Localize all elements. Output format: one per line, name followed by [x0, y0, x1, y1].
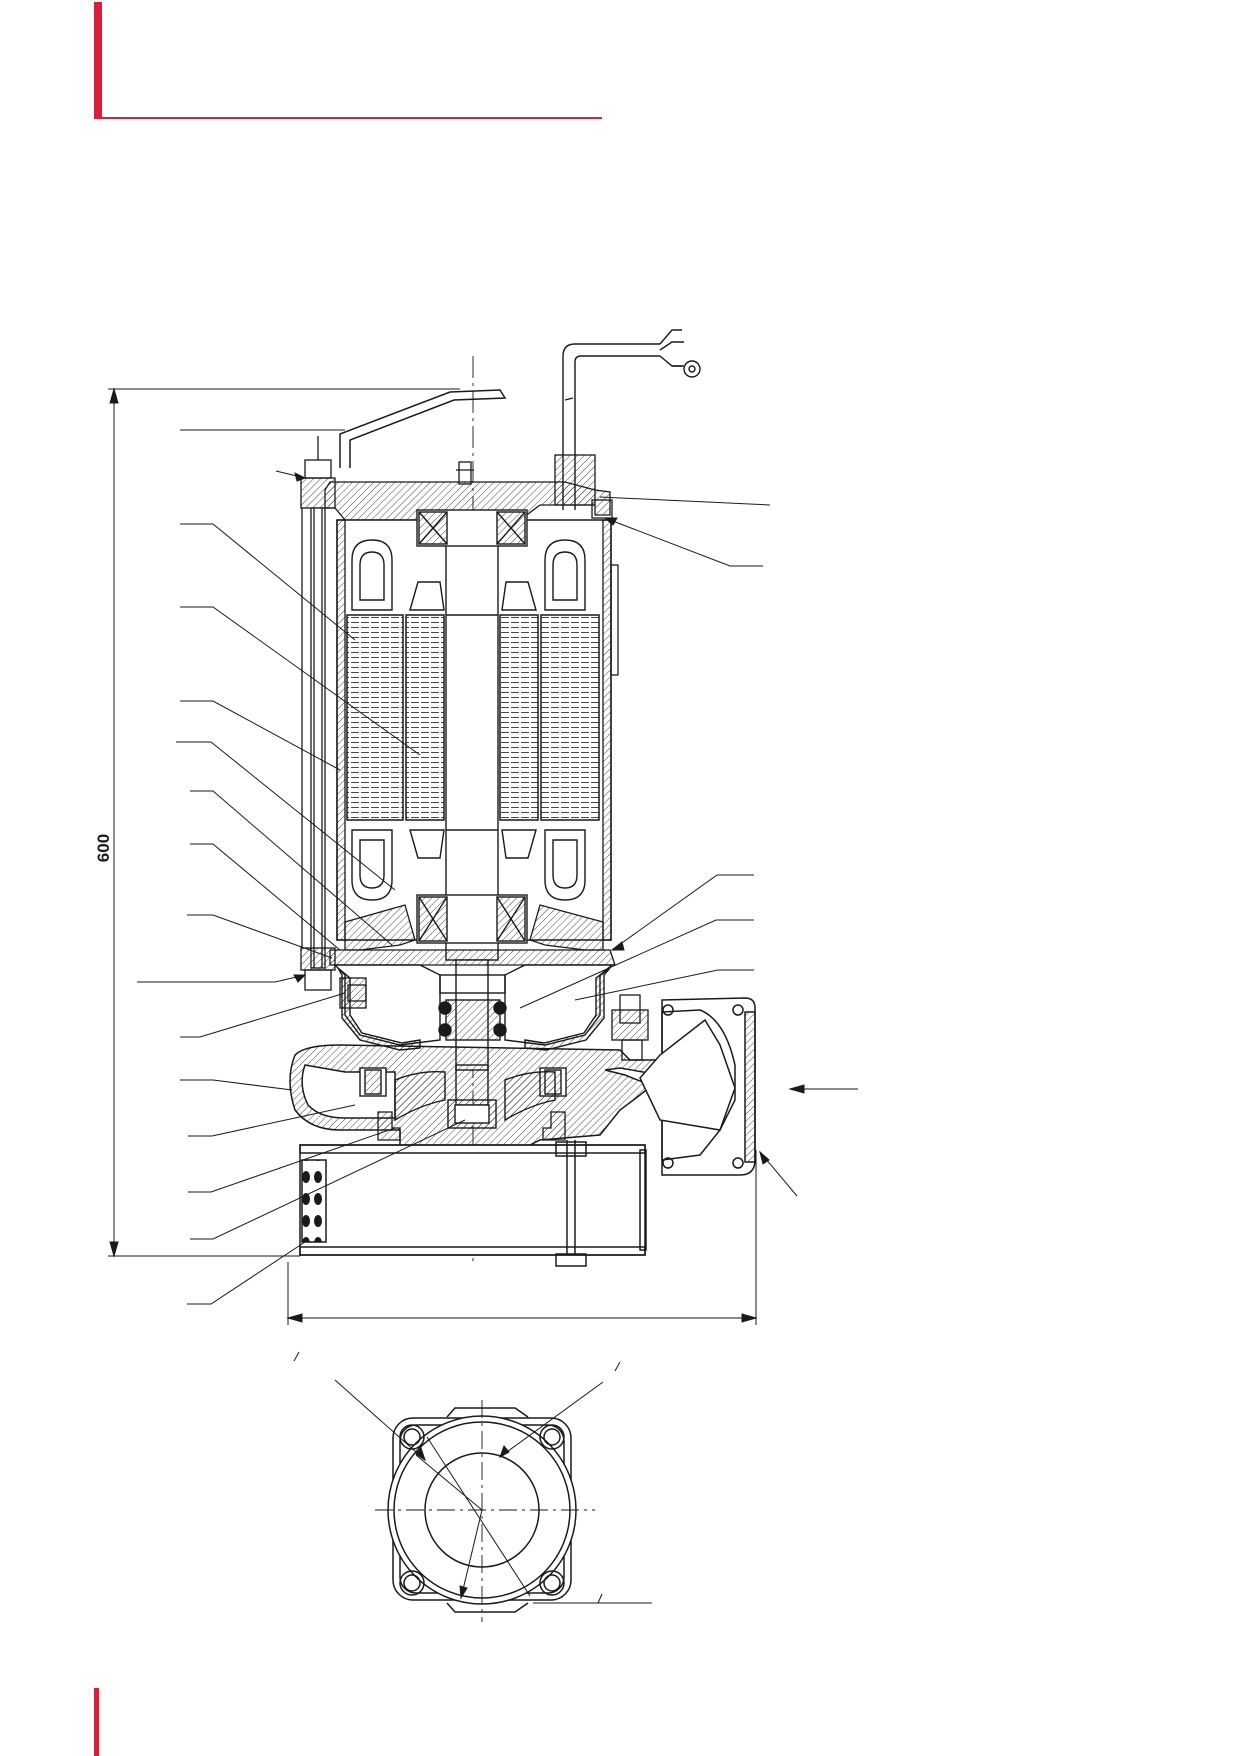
callout-left-4	[180, 606, 421, 756]
callout-left-7	[190, 790, 393, 946]
coil-end-top	[351, 539, 586, 611]
top-accent-bar	[94, 2, 102, 119]
callout-left-15	[190, 1119, 466, 1240]
impeller	[359, 1064, 567, 1129]
upper-bearing	[416, 509, 528, 547]
callout-right-5	[574, 969, 754, 1001]
coil-end-bottom	[351, 829, 586, 901]
motor-shaft	[445, 539, 499, 1071]
vertical-dimension	[108, 387, 460, 1258]
callout-left-13	[188, 1104, 356, 1137]
flange-bolt-left	[339, 977, 649, 1061]
horizontal-dimension	[286, 1150, 758, 1325]
callout-left-12	[180, 1079, 293, 1091]
callout-left-9	[187, 914, 333, 959]
callout-right-1	[599, 496, 771, 506]
callout-left-14	[188, 1127, 396, 1193]
callout-left-6	[176, 741, 396, 891]
power-cable	[562, 329, 701, 510]
callout-left-3	[180, 523, 356, 641]
top-view	[375, 1400, 595, 1622]
callout-right-2	[604, 517, 763, 567]
header-rule	[94, 117, 602, 119]
discharge-flange	[639, 997, 756, 1176]
lower-bearing	[416, 894, 528, 944]
bearing-bracket	[329, 904, 616, 966]
callout-left-16	[187, 1239, 309, 1305]
wear-plate	[377, 1111, 566, 1141]
tie-rod-left	[300, 436, 336, 991]
callout-leaders-left	[137, 429, 466, 1305]
callout-left-5	[180, 700, 341, 771]
rotor-core	[405, 614, 539, 821]
callout-right-4	[519, 919, 754, 1009]
bottom-accent-bar	[94, 1688, 99, 1756]
top-view-leaders	[293, 1351, 652, 1604]
callout-right-3	[611, 874, 754, 951]
callout-left-8	[190, 843, 341, 951]
inlet-strainer	[299, 1140, 647, 1267]
callout-left-11	[180, 992, 346, 1038]
lifting-handle	[339, 389, 507, 468]
callout-left-10	[137, 974, 306, 983]
callout-leaders-right	[519, 496, 858, 1197]
tie-rod-right	[554, 454, 613, 519]
stator-core	[346, 614, 600, 821]
